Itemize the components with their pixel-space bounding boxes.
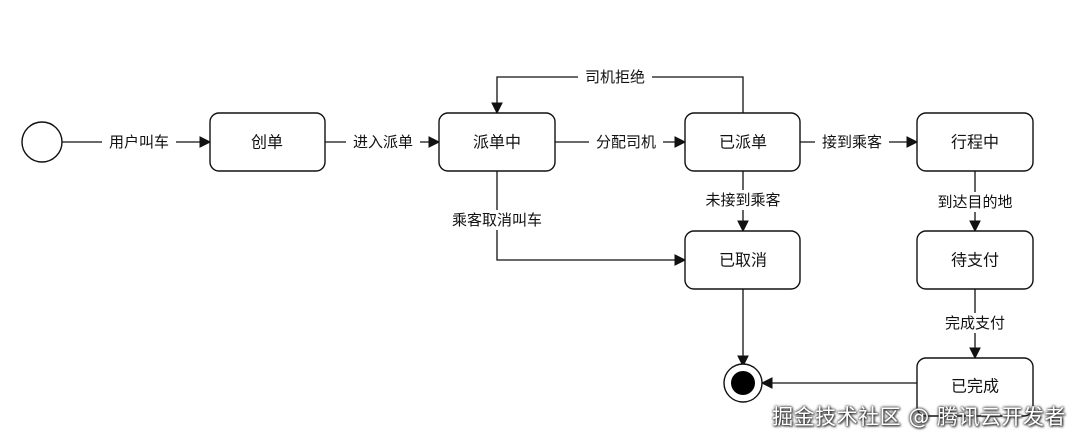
label-arrive-destination: 到达目的地	[937, 193, 1012, 211]
label-not-picked-up: 未接到乘客	[705, 191, 780, 209]
state-dispatched	[684, 112, 801, 172]
state-create-order-label: 创单	[251, 133, 283, 152]
state-pending-payment	[916, 230, 1034, 290]
label-user-call: 用户叫车	[109, 133, 169, 151]
end-node	[723, 363, 763, 403]
state-dispatched-label: 已派单	[719, 133, 767, 152]
start-node	[21, 121, 63, 163]
state-completed-label: 已完成	[951, 377, 999, 396]
state-on-trip	[916, 112, 1034, 172]
label-enter-dispatch: 进入派单	[353, 133, 413, 151]
state-cancelled	[684, 230, 801, 290]
state-create-order	[209, 112, 326, 172]
label-finish-payment: 完成支付	[945, 314, 1005, 332]
state-on-trip-label: 行程中	[951, 133, 999, 152]
label-passenger-cancel: 乘客取消叫车	[452, 211, 542, 229]
state-dispatching-label: 派单中	[473, 133, 521, 152]
label-driver-reject: 司机拒绝	[585, 68, 645, 86]
state-cancelled-label: 已取消	[719, 251, 767, 270]
state-dispatching	[438, 112, 556, 172]
state-completed	[916, 357, 1034, 417]
watermark: 掘金技术社区 @ 腾讯云开发者	[772, 405, 1066, 429]
state-pending-payment-label: 待支付	[951, 251, 999, 270]
label-assign-driver: 分配司机	[596, 133, 656, 151]
edge-passenger-cancel	[496, 171, 687, 266]
label-pickup-passenger: 接到乘客	[822, 133, 882, 151]
